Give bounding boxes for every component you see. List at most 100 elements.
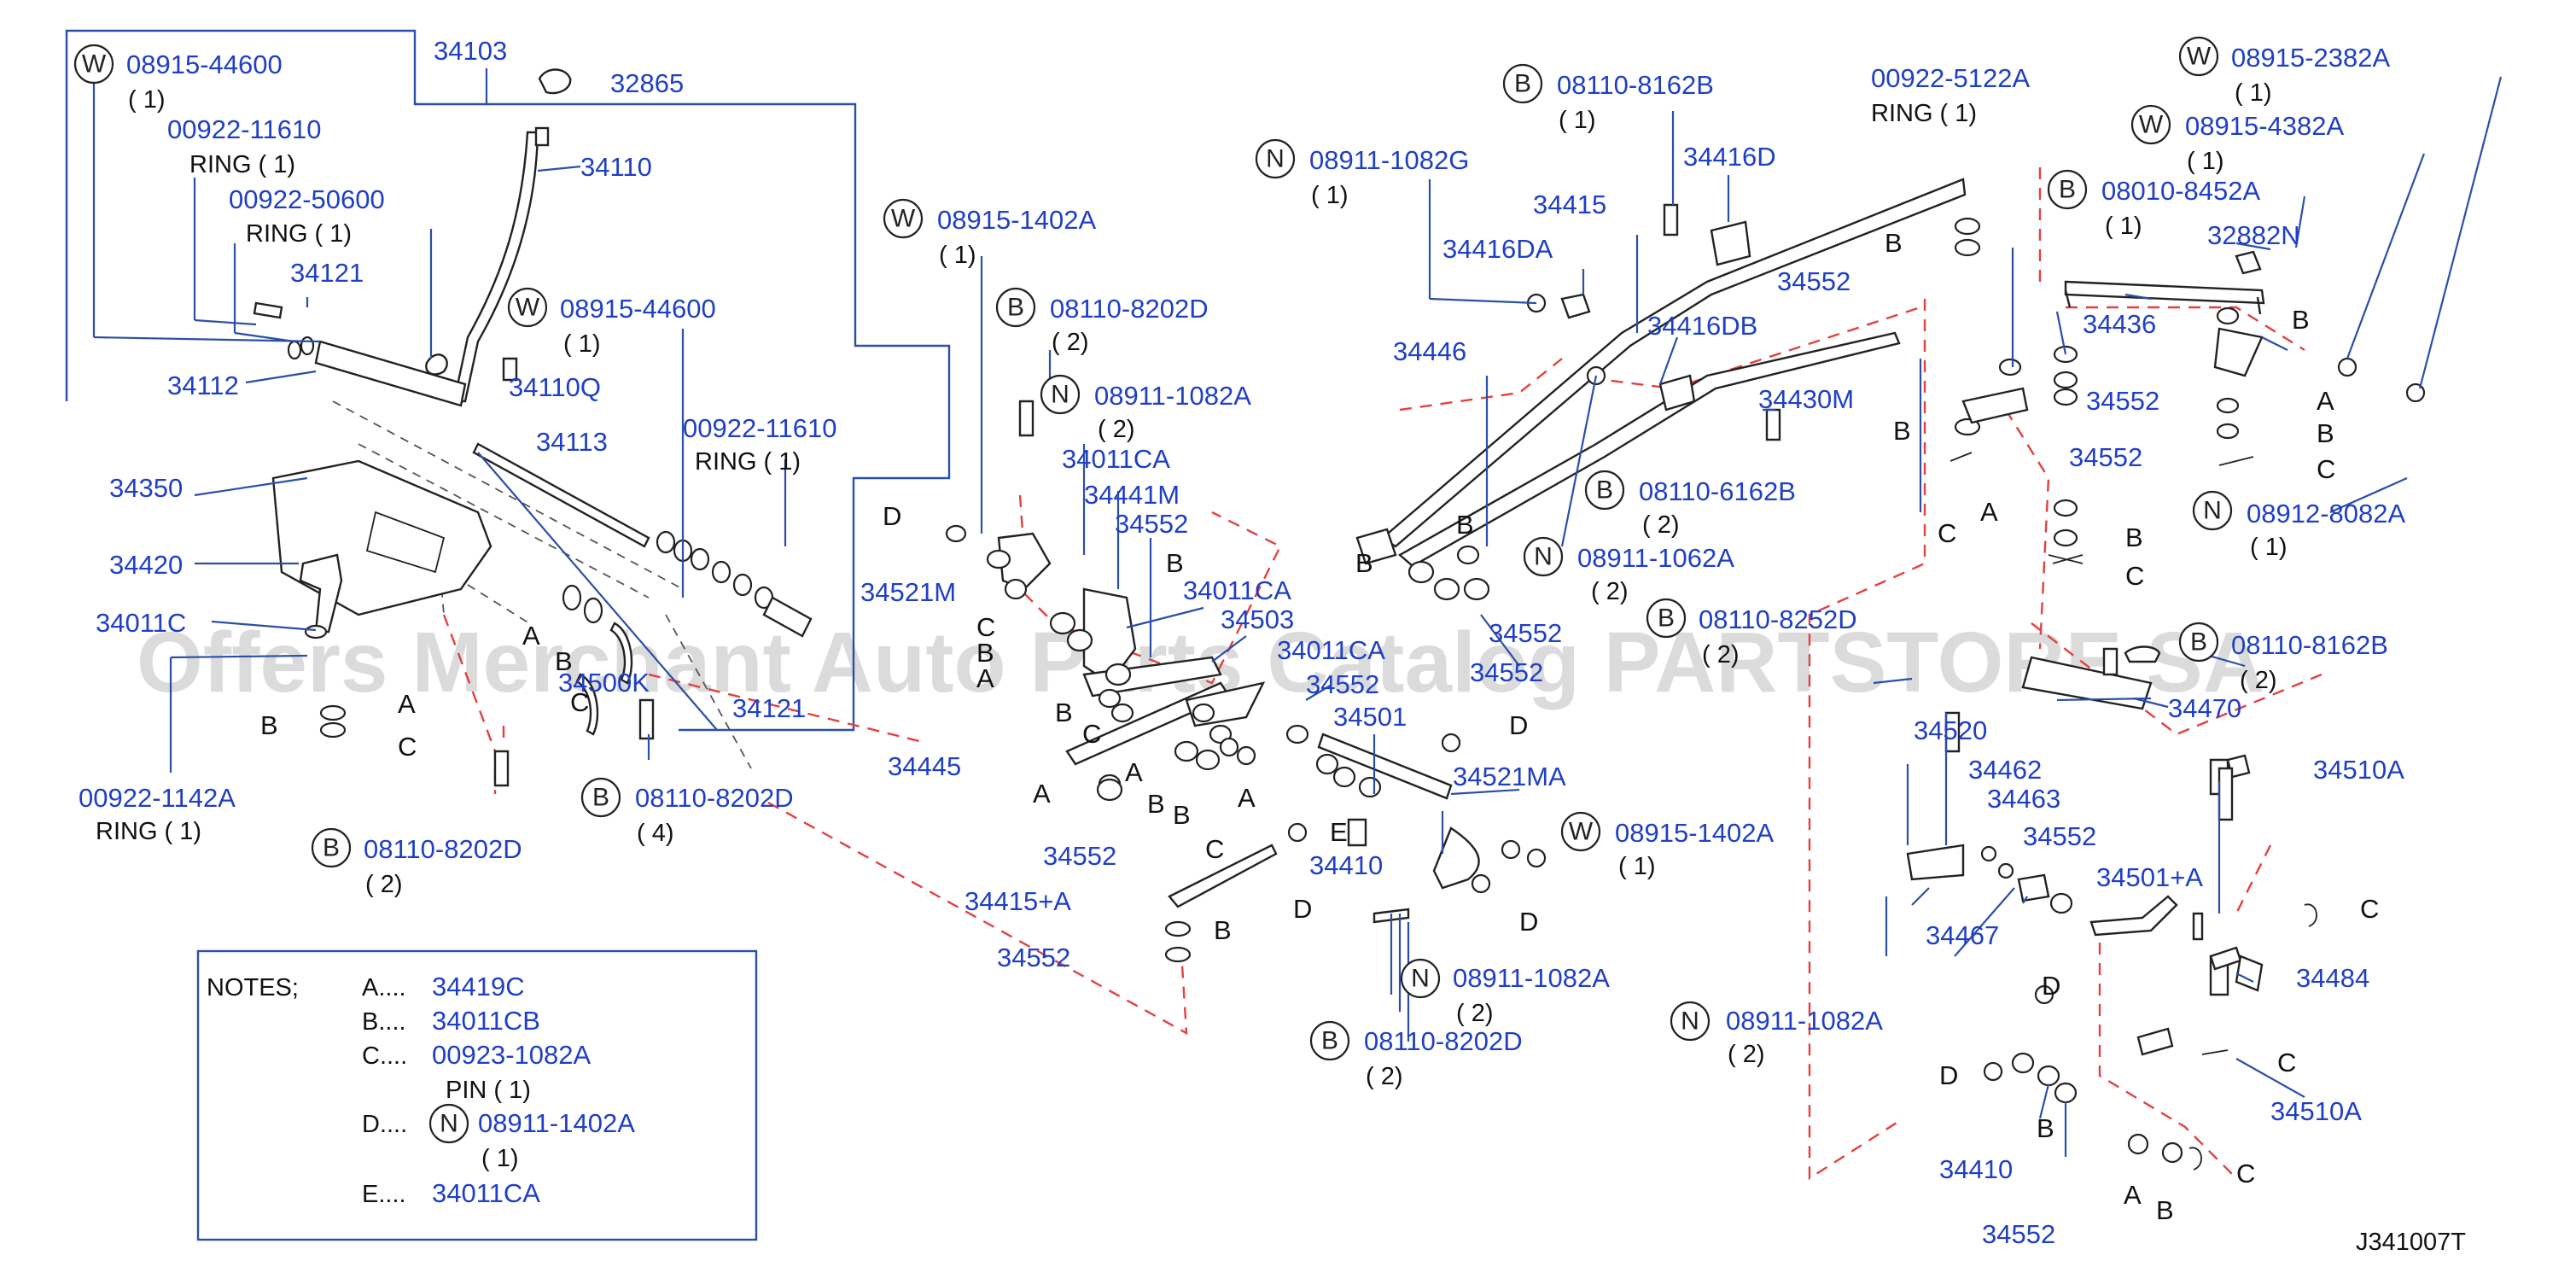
- svg-text:C: C: [1205, 834, 1224, 864]
- svg-text:A: A: [1033, 779, 1051, 809]
- callout-34520: 34520: [1914, 715, 1987, 745]
- callout-34110: 34110: [580, 152, 652, 182]
- svg-text:B: B: [323, 834, 340, 862]
- svg-text:B: B: [2190, 628, 2207, 657]
- svg-text:RING ( 1): RING ( 1): [96, 818, 201, 845]
- svg-text:( 2): ( 2): [1366, 1063, 1403, 1090]
- leader-lines: [92, 76, 2503, 1157]
- svg-text:B: B: [2317, 418, 2334, 448]
- callout-34415plusA: 34415+A: [965, 886, 1071, 916]
- callout-34350: 34350: [109, 473, 183, 503]
- svg-text:D: D: [1939, 1060, 1958, 1090]
- svg-text:B: B: [1658, 604, 1675, 633]
- svg-text:E: E: [1330, 817, 1348, 847]
- svg-text:A: A: [522, 621, 540, 651]
- callout-b-08110-8202D-a: B 08110-8202D ( 4): [580, 777, 794, 847]
- svg-text:( 1): ( 1): [1618, 853, 1656, 880]
- svg-text:( 2): ( 2): [1702, 641, 1740, 669]
- callout-00922-5122A: 00922-5122A RING ( 1): [1871, 63, 2030, 127]
- callout-n-08911-1082G: N 08911-1082G ( 1): [1255, 138, 1469, 209]
- svg-text:( 1): ( 1): [2235, 79, 2272, 107]
- callout-w-08915-44600-a: W 08915-44600 ( 1): [73, 44, 283, 114]
- callout-b-08110-8252D: B 08110-8252D ( 2): [1646, 598, 1857, 669]
- callout-34103: 34103: [434, 36, 507, 66]
- callout-34552-f: 34552: [1489, 618, 1562, 648]
- callout-00922-11610-b: 00922-11610 RING ( 1): [683, 413, 836, 476]
- svg-text:B: B: [1456, 510, 1474, 540]
- svg-text:00922-5122A: 00922-5122A: [1871, 63, 2030, 93]
- callout-34113: 34113: [536, 427, 608, 457]
- svg-text:RING ( 1): RING ( 1): [1871, 100, 1977, 127]
- notes-c-desc: PIN ( 1): [446, 1077, 531, 1104]
- svg-text:B: B: [1147, 789, 1165, 819]
- svg-text:C: C: [1082, 719, 1101, 749]
- callout-34416DA: 34416DA: [1442, 234, 1553, 264]
- svg-text:08110-8202D: 08110-8202D: [635, 783, 794, 813]
- callout-34420: 34420: [109, 550, 183, 580]
- notes-d-part: 08911-1402A: [478, 1108, 635, 1138]
- svg-text:08911-1082A: 08911-1082A: [1094, 381, 1251, 411]
- shift-lever-34110: [314, 126, 550, 407]
- svg-text:W: W: [82, 50, 107, 79]
- callout-34500K: 34500K: [558, 668, 650, 698]
- svg-text:A: A: [2317, 386, 2334, 416]
- callout-w-08915-2382A: W 08915-2382A ( 1): [2178, 36, 2390, 107]
- svg-text:N: N: [1681, 1007, 1699, 1036]
- callout-b-08110-6162B: B 08110-6162B ( 2): [1584, 470, 1796, 539]
- bracket-34350: [271, 459, 492, 616]
- callout-34552-d: 34552: [997, 943, 1070, 972]
- callout-34552-g: 34552: [1470, 657, 1543, 687]
- svg-text:RING ( 1): RING ( 1): [695, 448, 801, 476]
- callout-34445: 34445: [888, 751, 961, 781]
- callout-34552-a: 34552: [1115, 509, 1188, 539]
- callout-34011CA-a: 34011CA: [1062, 444, 1170, 474]
- callout-n-08911-1062A: N 08911-1062A ( 2): [1523, 536, 1734, 605]
- svg-text:( 2): ( 2): [1456, 1000, 1494, 1027]
- callout-34552-j: 34552: [2023, 821, 2096, 851]
- callout-34484: 34484: [2296, 963, 2369, 993]
- svg-text:08911-1062A: 08911-1062A: [1577, 543, 1734, 573]
- notes-b-key: B....: [362, 1008, 406, 1036]
- callout-34410-b: 34410: [1939, 1154, 2013, 1184]
- svg-text:( 2): ( 2): [1591, 578, 1629, 605]
- callout-n-08911-1082A-c: N 08911-1082A ( 2): [1670, 1001, 1883, 1068]
- notes-c-key: C....: [362, 1042, 407, 1070]
- svg-text:C: C: [2360, 894, 2379, 924]
- callout-00922-1142A: 00922-1142A RING ( 1): [79, 783, 236, 845]
- svg-text:08915-1402A: 08915-1402A: [1615, 818, 1774, 848]
- callout-34446: 34446: [1393, 336, 1466, 366]
- svg-text:( 2): ( 2): [1728, 1041, 1765, 1068]
- callout-34436: 34436: [2083, 309, 2156, 339]
- svg-text:B: B: [1007, 294, 1024, 322]
- callout-34552-k: 34552: [1982, 1219, 2055, 1249]
- svg-text:08010-8452A: 08010-8452A: [2101, 176, 2260, 206]
- svg-text:08915-44600: 08915-44600: [560, 294, 716, 324]
- svg-text:08915-44600: 08915-44600: [126, 50, 283, 79]
- callout-34011CA-b: 34011CA: [1183, 575, 1291, 605]
- callout-34503: 34503: [1221, 604, 1294, 634]
- svg-text:( 1): ( 1): [1311, 182, 1349, 209]
- svg-text:W: W: [516, 294, 540, 322]
- svg-text:N: N: [2203, 497, 2222, 525]
- svg-text:N: N: [1051, 381, 1069, 409]
- svg-text:D: D: [1519, 907, 1538, 937]
- svg-text:N: N: [1411, 965, 1430, 993]
- svg-text:( 1): ( 1): [2187, 148, 2224, 175]
- callout-34011C: 34011C: [96, 608, 186, 638]
- svg-text:B: B: [2037, 1113, 2054, 1143]
- callout-34510A-a: 34510A: [2313, 755, 2404, 785]
- svg-text:( 2): ( 2): [365, 871, 403, 898]
- right-parts: [1906, 250, 2426, 1171]
- callout-b-08110-8162B-b: B 08110-8162B ( 2): [2178, 622, 2388, 694]
- svg-text:RING ( 1): RING ( 1): [246, 220, 352, 248]
- callout-w-08915-1402A-a: W 08915-1402A ( 1): [883, 198, 1096, 269]
- svg-text:00922-50600: 00922-50600: [229, 184, 385, 214]
- svg-text:08915-1402A: 08915-1402A: [937, 205, 1096, 235]
- svg-text:( 1): ( 1): [2105, 213, 2142, 240]
- svg-text:08110-8252D: 08110-8252D: [1699, 604, 1857, 634]
- notes-e-key: E....: [362, 1181, 406, 1208]
- notes-box: NOTES; A.... 34419C B.... 34011CB C.... …: [196, 949, 758, 1241]
- part-callouts: W 08915-44600 ( 1) 34103 32865 00922-116…: [73, 36, 2405, 1249]
- svg-text:08912-8082A: 08912-8082A: [2247, 499, 2405, 528]
